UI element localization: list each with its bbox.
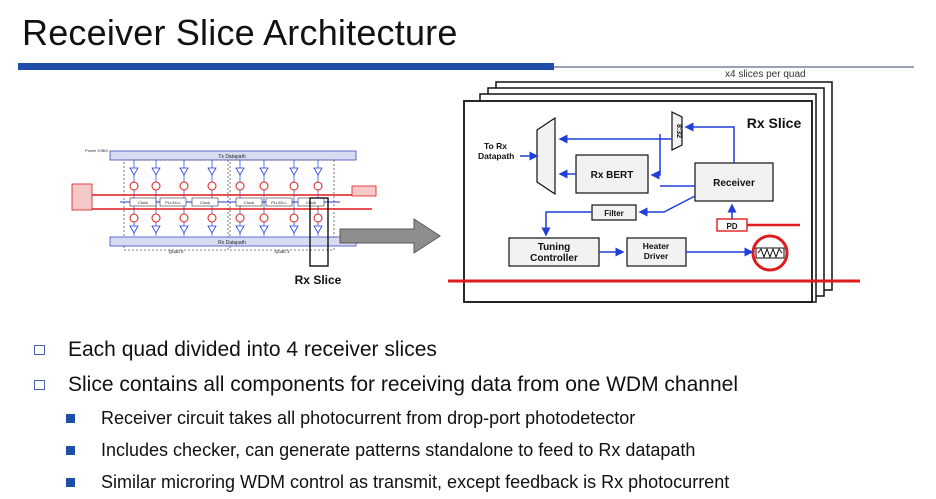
rx-slice-highlight xyxy=(309,197,329,267)
rx-ring xyxy=(207,213,217,223)
bullet-marker xyxy=(34,379,45,390)
title-underline-blue xyxy=(18,63,554,70)
bullet-marker xyxy=(34,344,45,355)
tx-ring xyxy=(207,181,217,191)
sub-bullet-text: Includes checker, can generate patterns … xyxy=(101,439,696,460)
tx-ring xyxy=(313,181,323,191)
clock-block xyxy=(265,197,293,207)
rx-amp-triangle xyxy=(235,225,245,234)
rx-amp-triangle xyxy=(259,225,269,234)
bullet-item: Each quad divided into 4 receiver slices xyxy=(28,332,928,367)
page-title: Receiver Slice Architecture xyxy=(22,12,458,53)
tx-ring xyxy=(259,181,269,191)
deserializer-label: 8:32 xyxy=(675,124,682,138)
rx-ring xyxy=(313,213,323,223)
resistor-zigzag xyxy=(757,247,783,259)
clock-block-label: PLL/DLL xyxy=(165,200,181,205)
clock-block xyxy=(129,197,157,207)
rx-ring xyxy=(289,213,299,223)
laser-input-box xyxy=(71,183,93,211)
sub-bullet-item: Receiver circuit takes all photocurrent … xyxy=(28,402,928,434)
deserializer xyxy=(671,111,683,151)
bullet-list: Each quad divided into 4 receiver slices… xyxy=(28,332,928,498)
tx-ring xyxy=(289,181,299,191)
tx-driver-triangle xyxy=(235,167,245,176)
quad1-label: Quad 1 xyxy=(275,249,290,254)
tx-datapath-label: Tx Datapath xyxy=(218,154,245,160)
rx-datapath-label: Rx Datapath xyxy=(218,240,246,246)
clock-blocks: Clock PLL/DLL Clock Clock PLL/DLL Clock xyxy=(129,197,325,207)
rx-bert-label: Rx BERT xyxy=(591,170,634,181)
clock-block-label: Clock xyxy=(138,200,148,205)
stack-label: x4 slices per quad xyxy=(725,69,806,80)
slice-frame-1 xyxy=(463,100,813,303)
rx-amp-triangle xyxy=(129,225,139,234)
rx-amp-triangle xyxy=(289,225,299,234)
quad0-label: Quad 0 xyxy=(169,249,184,254)
bullet-text: Slice contains all components for receiv… xyxy=(68,372,738,396)
signal-wires xyxy=(541,122,754,257)
title-underline-gray xyxy=(554,66,914,68)
rx-amp-triangle xyxy=(151,225,161,234)
filter-label: Filter xyxy=(604,209,624,218)
sub-bullet-item: Includes checker, can generate patterns … xyxy=(28,434,928,466)
clock-block xyxy=(191,197,219,207)
rx-amp-triangle xyxy=(207,225,217,234)
clock-block-label: Clock xyxy=(200,200,210,205)
rx-amp-triangle xyxy=(179,225,189,234)
clock-block xyxy=(235,197,263,207)
sub-bullet-text: Similar microring WDM control as transmi… xyxy=(101,471,730,492)
clock-block-label: PLL/DLL xyxy=(271,200,287,205)
tx-driver-triangle xyxy=(207,167,217,176)
sub-bullet-text: Receiver circuit takes all photocurrent … xyxy=(101,407,636,428)
tx-ring xyxy=(151,181,161,191)
quad0-box xyxy=(123,159,229,251)
rx-slice-label: Rx Slice xyxy=(295,273,342,287)
bullet-item: Slice contains all components for receiv… xyxy=(28,367,928,402)
output-mux xyxy=(536,116,556,196)
clock-block xyxy=(159,197,187,207)
rx-ring xyxy=(129,213,139,223)
rx-slice-title: Rx Slice xyxy=(747,115,802,131)
tx-driver-triangle xyxy=(179,167,189,176)
tx-output-box xyxy=(351,185,377,197)
tx-driver-triangle xyxy=(259,167,269,176)
power-label: Power IOBM xyxy=(85,148,108,153)
tx-datapath-bar xyxy=(109,150,357,161)
rx-amp-triangle xyxy=(313,225,323,234)
sub-bullet-item: Similar microring WDM control as transmi… xyxy=(28,466,928,498)
rx-ring xyxy=(235,213,245,223)
sub-bullet-marker xyxy=(66,445,75,455)
clock-block-label: Clock xyxy=(244,200,254,205)
tx-ring xyxy=(235,181,245,191)
receiver-label: Receiver xyxy=(713,178,755,189)
tx-driver-triangle xyxy=(313,167,323,176)
tuning-controller-block xyxy=(508,237,600,267)
tx-ring xyxy=(179,181,189,191)
sub-bullet-marker xyxy=(66,477,75,487)
rx-ring xyxy=(179,213,189,223)
tx-driver-triangle xyxy=(129,167,139,176)
tx-driver-triangle xyxy=(289,167,299,176)
bullet-text: Each quad divided into 4 receiver slices xyxy=(68,337,437,361)
quad1-box xyxy=(229,159,335,251)
tx-driver-triangle xyxy=(151,167,161,176)
sub-bullet-marker xyxy=(66,413,75,423)
zoom-arrow xyxy=(339,218,441,254)
pd-label: PD xyxy=(726,222,737,231)
rx-ring xyxy=(259,213,269,223)
rx-ring xyxy=(151,213,161,223)
clock-block-label: Clock xyxy=(306,200,316,205)
slice-columns xyxy=(129,160,323,236)
tx-ring xyxy=(129,181,139,191)
